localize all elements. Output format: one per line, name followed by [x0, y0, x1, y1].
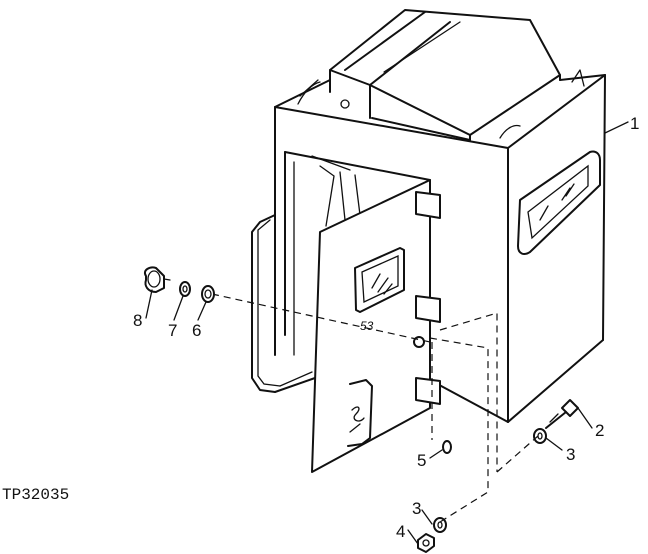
- part-7-washer: [179, 281, 191, 297]
- left-grab-rail: [251, 214, 316, 393]
- door-marking: 53: [360, 319, 374, 333]
- door-window: [354, 247, 405, 313]
- part-4-nut: [417, 533, 435, 553]
- explode-lines: [211, 293, 539, 523]
- roof-unit: [329, 9, 561, 141]
- callout-5: 5: [417, 451, 426, 470]
- callout-1: 1: [630, 114, 639, 133]
- part-3-washer-upper: [533, 428, 547, 444]
- callout-7: 7: [168, 321, 177, 340]
- part-2-cap-screw: [545, 399, 579, 429]
- door: 53: [311, 179, 441, 473]
- callout-2: 2: [595, 421, 604, 440]
- callout-3-upper: 3: [566, 445, 575, 464]
- callout-labels: 1 2 3 3 4 5 6 7 8: [133, 114, 639, 541]
- cab-body: [251, 9, 606, 423]
- door-handle: [347, 379, 373, 447]
- figure-id: TP32035: [2, 486, 69, 504]
- door-hinges: [415, 191, 441, 405]
- side-window: [517, 150, 601, 255]
- part-5-pin: [442, 440, 452, 454]
- callout-6: 6: [192, 321, 201, 340]
- leader-lines: [145, 121, 629, 545]
- callout-4: 4: [396, 522, 405, 541]
- callout-8: 8: [133, 311, 142, 330]
- part-8-knob: [144, 266, 171, 293]
- callout-3-lower: 3: [412, 499, 421, 518]
- part-3-washer-lower: [433, 517, 447, 533]
- part-6-bushing: [201, 285, 215, 303]
